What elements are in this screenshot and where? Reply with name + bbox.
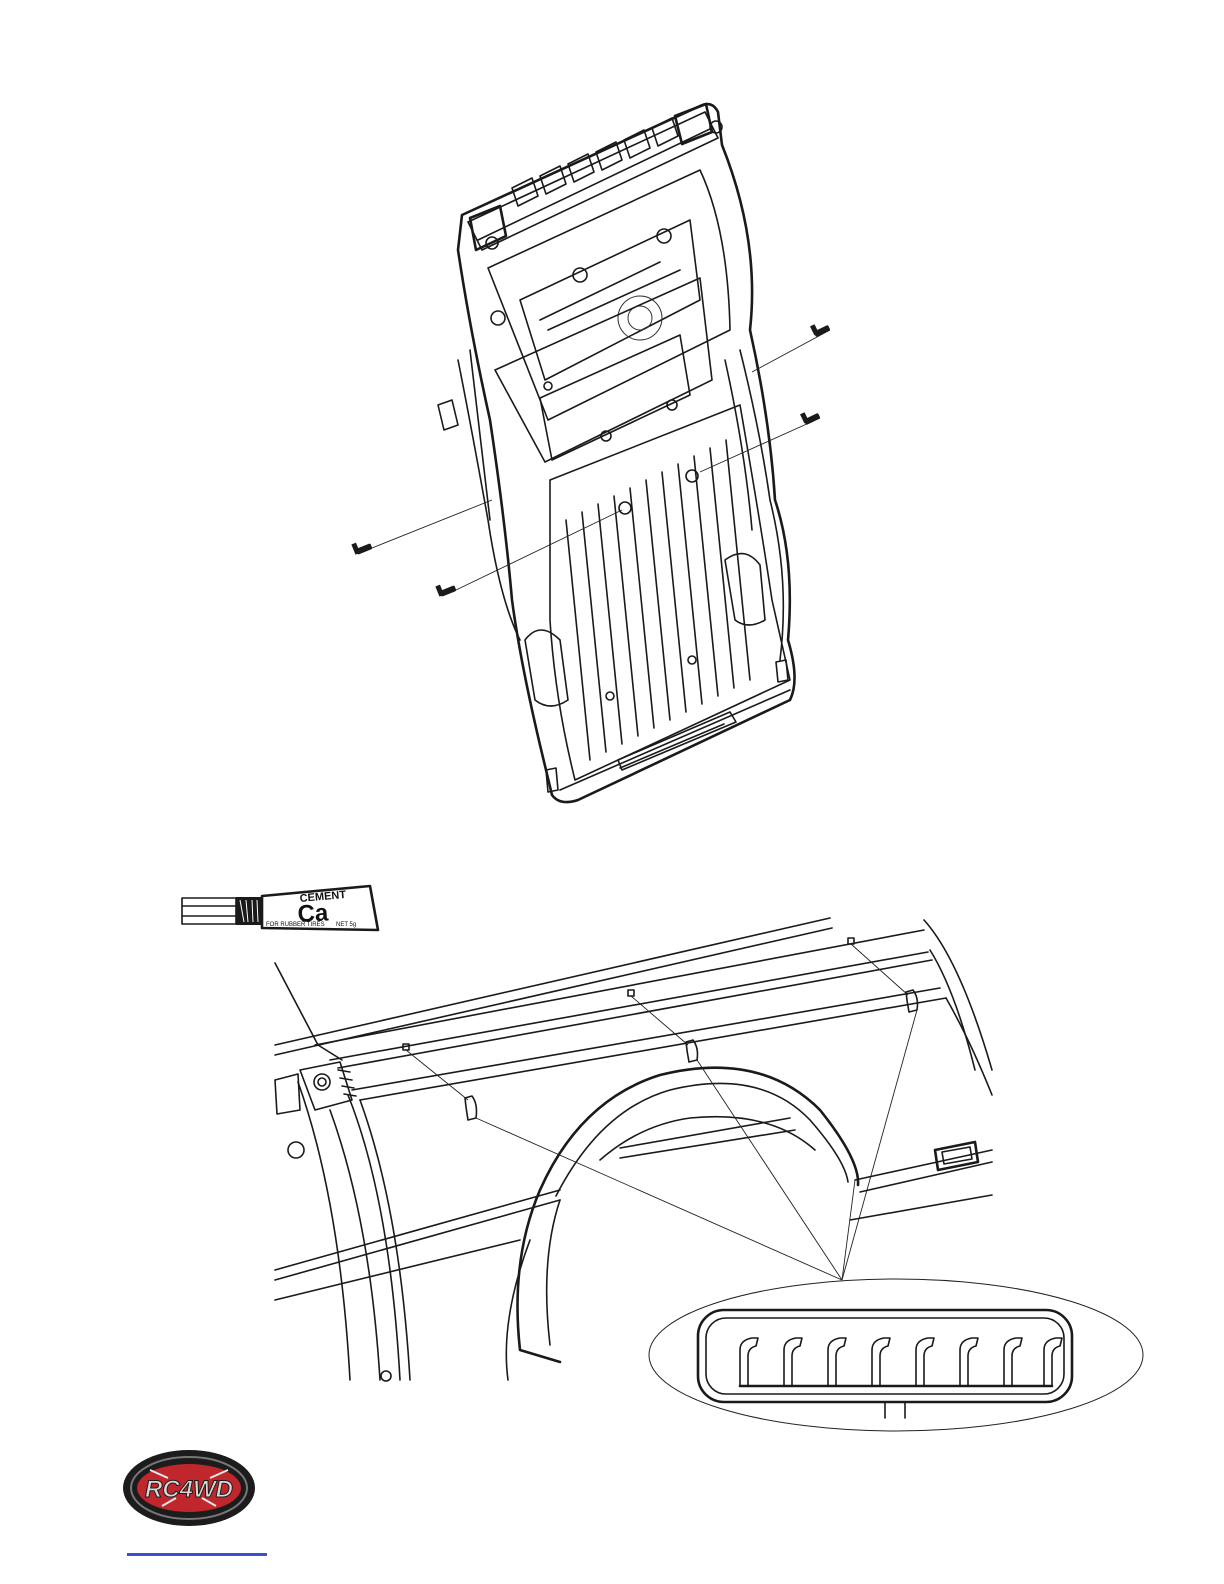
logo-text: RC4WD bbox=[145, 1476, 233, 1503]
screw-icon bbox=[752, 324, 831, 372]
front-vents bbox=[512, 118, 678, 206]
glue-net-text: NET 5g bbox=[336, 922, 356, 928]
glue-tube-icon: CEMENT Ca FOR RUBBER TIRES NET 5g bbox=[182, 886, 378, 930]
screw-group bbox=[351, 324, 830, 597]
screw-icon bbox=[435, 510, 622, 597]
clip-detail-callout bbox=[649, 1279, 1143, 1431]
rc4wd-logo: RC4WD bbox=[123, 1450, 255, 1526]
screw-icon bbox=[351, 500, 492, 555]
glue-usage-text: FOR RUBBER TIRES bbox=[266, 922, 325, 928]
footer-link[interactable] bbox=[127, 1553, 267, 1556]
